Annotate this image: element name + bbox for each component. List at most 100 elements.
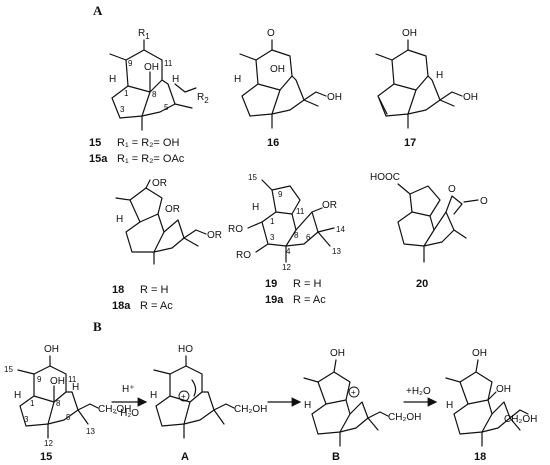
r2-label: R2 bbox=[197, 92, 209, 105]
compound-17-id: 17 bbox=[404, 137, 416, 149]
locant-5: 5 bbox=[66, 413, 71, 422]
locant-3: 3 bbox=[24, 415, 29, 424]
locant-15: 15 bbox=[248, 173, 257, 182]
compound-15a-caption: R₁ = R₂= OAc bbox=[117, 153, 185, 165]
locant-3: 3 bbox=[120, 105, 125, 114]
or-label: OR bbox=[322, 200, 337, 211]
oh-label: OH bbox=[402, 28, 417, 39]
locant-9: 9 bbox=[278, 190, 283, 199]
h-label: H bbox=[150, 390, 157, 401]
locant-11: 11 bbox=[68, 375, 77, 384]
locant-14: 14 bbox=[336, 225, 345, 234]
h-label: H bbox=[116, 214, 123, 225]
ch2oh-label: CH₂OH bbox=[388, 412, 421, 423]
intermediate-a-id: A bbox=[181, 451, 189, 463]
compound-15-caption: R₁ = R₂= OH bbox=[117, 137, 179, 149]
locant-4: 4 bbox=[286, 247, 291, 256]
lactone-o: O bbox=[448, 184, 456, 195]
ro-label: RO bbox=[228, 224, 243, 235]
ketone-o: O bbox=[267, 28, 275, 39]
compound-19a-caption: R = Ac bbox=[293, 294, 326, 306]
locant-13: 13 bbox=[86, 427, 95, 436]
structure-18: OR OR OR H bbox=[115, 178, 222, 265]
ho-label: HO bbox=[178, 344, 193, 355]
ro-label: RO bbox=[236, 250, 251, 261]
locant-5: 5 bbox=[164, 103, 169, 112]
compound-18-id: 18 bbox=[112, 284, 124, 296]
h-label: H bbox=[14, 390, 21, 401]
structure-15: R1 R2 OH H H 9 11 1 8 3 5 bbox=[109, 28, 209, 131]
carbonyl-o: O bbox=[480, 196, 488, 207]
oh-label: OH bbox=[50, 376, 65, 387]
locant-1: 1 bbox=[124, 89, 129, 98]
oh-label: OH bbox=[144, 62, 159, 73]
panel-label-a: A bbox=[93, 3, 103, 18]
locant-8: 8 bbox=[294, 231, 299, 240]
h-label: H bbox=[172, 74, 179, 85]
ch2oh-label: CH₂OH bbox=[98, 404, 131, 415]
compound-16-id: 16 bbox=[267, 137, 279, 149]
oh-label: OH bbox=[327, 92, 342, 103]
h-label: H bbox=[234, 74, 241, 85]
h-label: H bbox=[72, 382, 79, 393]
locant-12: 12 bbox=[44, 439, 53, 448]
plus-charge: + bbox=[181, 392, 186, 401]
structure-17: OH OH H bbox=[375, 28, 478, 129]
reagent-plus-water: +H₂O bbox=[406, 386, 431, 397]
or-label: OR bbox=[152, 178, 167, 189]
locant-6: 6 bbox=[306, 233, 311, 242]
compound-19a-id: 19a bbox=[265, 294, 284, 306]
scheme-structure-18: OH OH CH₂OH H bbox=[445, 348, 537, 447]
compound-19-id: 19 bbox=[265, 278, 277, 290]
compound-20-id: 20 bbox=[416, 278, 428, 290]
plus-charge: + bbox=[351, 388, 356, 397]
oh-label: OH bbox=[270, 64, 285, 75]
scheme-15-id: 15 bbox=[40, 451, 52, 463]
compound-19-caption: R = H bbox=[293, 278, 321, 290]
oh-label: OH bbox=[496, 384, 511, 395]
locant-13: 13 bbox=[332, 247, 341, 256]
locant-3: 3 bbox=[270, 233, 275, 242]
panel-label-b: B bbox=[93, 319, 102, 334]
compound-18a-caption: R = Ac bbox=[140, 300, 173, 312]
h-label: H bbox=[252, 202, 259, 213]
r1-label: R1 bbox=[138, 28, 150, 41]
locant-8: 8 bbox=[152, 90, 157, 99]
locant-1: 1 bbox=[270, 217, 275, 226]
reagent-h-plus: H⁺ bbox=[122, 384, 135, 395]
locant-9: 9 bbox=[128, 59, 133, 68]
h-label: H bbox=[109, 74, 116, 85]
oh-label: OH bbox=[463, 92, 478, 103]
reagent-minus-water: - H₂O bbox=[114, 408, 139, 419]
locant-9: 9 bbox=[37, 375, 42, 384]
structure-19: 15 9 11 1 8 3 4 6 14 13 12 OR RO RO H bbox=[228, 173, 345, 272]
compound-15-id: 15 bbox=[89, 137, 101, 149]
or-label: OR bbox=[165, 204, 180, 215]
structure-20: HOOC O O bbox=[370, 172, 488, 263]
locant-15: 15 bbox=[4, 365, 13, 374]
h-label: H bbox=[446, 400, 453, 411]
compound-15a-id: 15a bbox=[89, 153, 108, 165]
oh-label: OH bbox=[330, 348, 345, 359]
compound-18a-id: 18a bbox=[112, 300, 131, 312]
h-label: H bbox=[304, 400, 311, 411]
locant-11: 11 bbox=[164, 59, 173, 68]
intermediate-b-id: B bbox=[332, 451, 340, 463]
structure-16: O OH OH H bbox=[234, 28, 342, 129]
locant-12: 12 bbox=[282, 263, 291, 272]
hooc-label: HOOC bbox=[370, 172, 400, 183]
ch2oh-label: CH₂OH bbox=[504, 414, 537, 425]
h-label: H bbox=[436, 70, 443, 81]
scheme-structure-15: OH OH CH₂OH H H 15 9 11 1 8 3 5 12 13 bbox=[4, 344, 131, 448]
locant-1: 1 bbox=[30, 399, 35, 408]
locant-8: 8 bbox=[56, 399, 61, 408]
intermediate-b: OH CH₂OH H + bbox=[303, 348, 421, 447]
intermediate-a: HO CH₂OH H + bbox=[150, 344, 267, 439]
or-label: OR bbox=[207, 230, 222, 241]
compound-18-caption: R = H bbox=[140, 284, 168, 296]
ch2oh-label: CH₂OH bbox=[234, 404, 267, 415]
scheme-18-id: 18 bbox=[474, 451, 486, 463]
oh-label: OH bbox=[472, 348, 487, 359]
oh-label: OH bbox=[44, 344, 59, 355]
